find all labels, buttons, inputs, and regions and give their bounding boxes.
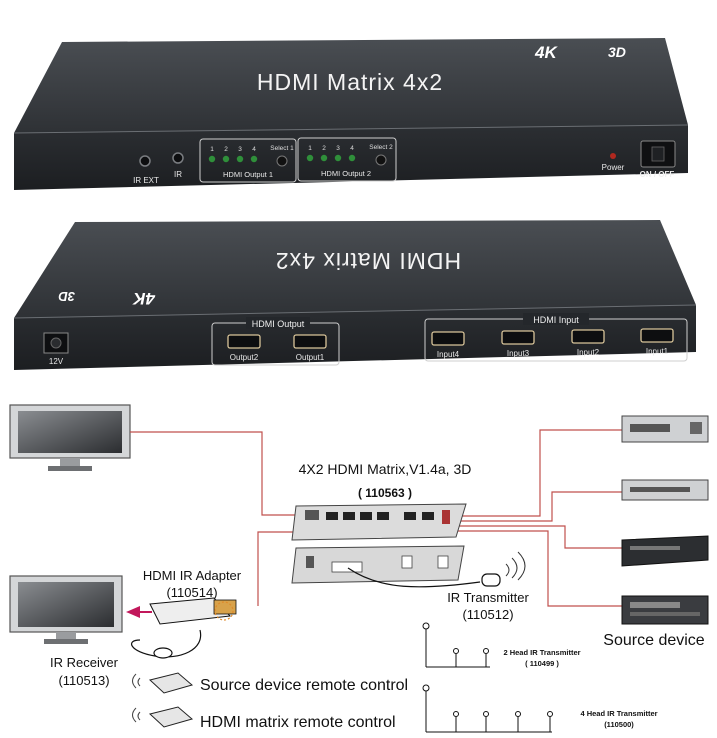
ir-transmitter-cable	[347, 567, 481, 588]
ir-sensor	[172, 152, 184, 164]
hdmi-input-label: Input2	[577, 348, 600, 357]
output2-led	[306, 154, 314, 162]
hdmi-input-label: Input4	[437, 350, 460, 359]
output2-led	[348, 154, 356, 162]
hdmi-input-port	[431, 331, 465, 346]
output2-led	[334, 154, 342, 162]
ir-receiver-head	[153, 647, 173, 659]
output2-panel: 1 2 3 4 Select 2 HDMI Output 2	[297, 137, 397, 182]
rear-output-group-label: HDMI Output	[252, 319, 305, 329]
hdmi-output-label: Output1	[296, 353, 325, 362]
hdmi-output-port	[293, 334, 327, 349]
output1-label: HDMI Output 1	[223, 170, 273, 179]
ir-adapter-name: HDMI IR Adapter	[143, 568, 242, 583]
output2-led-label: 1	[308, 145, 312, 152]
select2-button[interactable]	[375, 154, 387, 166]
dc-label: 12V	[49, 357, 64, 366]
source-device-label: Source device	[603, 632, 704, 649]
matrix-top-view	[291, 503, 467, 541]
select2-label: Select 2	[369, 144, 393, 151]
front-unit-top	[14, 38, 688, 133]
tv-display-1	[9, 404, 131, 471]
output1-led	[250, 155, 258, 163]
ir-transmitter-head	[481, 573, 501, 587]
ir-adapter	[149, 597, 237, 625]
connection-diagram: 4X2 HDMI Matrix,V1.4a, 3D ( 110563 ) IR …	[9, 404, 709, 733]
output2-led-label: 2	[322, 145, 326, 152]
output1-led-label: 1	[210, 146, 214, 153]
output2-led-label: 4	[350, 145, 354, 152]
output2-led	[320, 154, 328, 162]
rear-title: HDMI Matrix 4x2	[275, 248, 461, 274]
source-remote-label: Source device remote control	[200, 677, 408, 694]
two-head-sku: ( 110499 )	[525, 659, 559, 668]
ir-signal-waves	[505, 551, 526, 581]
ir-adapter-sku: (110514)	[166, 585, 217, 600]
rear-unit: HDMI Matrix 4x2 4K 3D 12V HDMI Output Ou…	[13, 220, 697, 370]
rear-input-group-label: HDMI Input	[533, 315, 579, 325]
output1-led	[208, 155, 216, 163]
ir-transmitter-name: IR Transmitter	[447, 590, 529, 605]
hdmi-cables	[130, 429, 622, 607]
rear-4k-badge: 4K	[132, 289, 156, 308]
rear-unit-top	[14, 220, 696, 318]
hdmi-input-label: Input1	[646, 347, 669, 356]
source-remote-icon	[132, 672, 194, 694]
select1-label: Select 1	[270, 145, 294, 152]
ir-receiver-name: IR Receiver	[50, 655, 119, 670]
onoff-label: ON / OFF	[640, 170, 675, 179]
output2-led-label: 3	[336, 145, 340, 152]
output1-led-label: 4	[252, 146, 256, 153]
output1-panel: 1 2 3 4 Select 1 HDMI Output 1	[199, 138, 297, 183]
ir-label: IR	[174, 170, 182, 179]
ir-ext-label: IR EXT	[133, 176, 159, 185]
four-head-name: 4 Head IR Transmitter	[580, 709, 657, 718]
ir-transmitter-sku: (110512)	[462, 607, 513, 622]
hdmi-input-port	[571, 329, 605, 344]
power-led	[610, 153, 616, 159]
matrix-title: 4X2 HDMI Matrix,V1.4a, 3D	[299, 461, 472, 477]
matrix-front-view	[291, 545, 465, 584]
output1-led-label: 3	[238, 146, 242, 153]
four-head-sku: (110500)	[604, 720, 634, 729]
source-device-3	[621, 535, 709, 567]
output2-label: HDMI Output 2	[321, 169, 371, 178]
rear-3d-badge: 3D	[58, 289, 75, 304]
output1-led	[222, 155, 230, 163]
matrix-sku: ( 110563 )	[358, 486, 412, 500]
source-device-2	[621, 479, 709, 501]
output1-led-label: 2	[224, 146, 228, 153]
hdmi-input-port	[501, 330, 535, 345]
select1-button[interactable]	[276, 155, 288, 167]
source-device-1	[621, 415, 709, 443]
front-4k-badge: 4K	[534, 43, 558, 62]
hdmi-output-port	[227, 334, 261, 349]
hdmi-input-label: Input3	[507, 349, 530, 358]
output1-led	[236, 155, 244, 163]
four-head-ir-transmitter	[422, 684, 553, 733]
front-3d-badge: 3D	[608, 44, 626, 60]
power-label: Power	[602, 163, 625, 172]
front-unit: 4K 3D HDMI Matrix 4x2 IR EXT IR 1 2 3 4 …	[13, 38, 689, 190]
ir-ext-jack	[139, 155, 151, 167]
ir-receiver-sku: (110513)	[58, 673, 109, 688]
two-head-ir-transmitter	[422, 622, 490, 668]
source-device-4	[621, 595, 709, 625]
matrix-remote-icon	[132, 706, 194, 728]
matrix-remote-label: HDMI matrix remote control	[200, 714, 396, 731]
two-head-name: 2 Head IR Transmitter	[503, 648, 580, 657]
hdmi-input-port	[640, 328, 674, 343]
tv-display-2	[9, 575, 123, 644]
output-arrow-icon	[126, 606, 140, 618]
hdmi-output-label: Output2	[230, 353, 259, 362]
front-title: HDMI Matrix 4x2	[257, 69, 443, 95]
